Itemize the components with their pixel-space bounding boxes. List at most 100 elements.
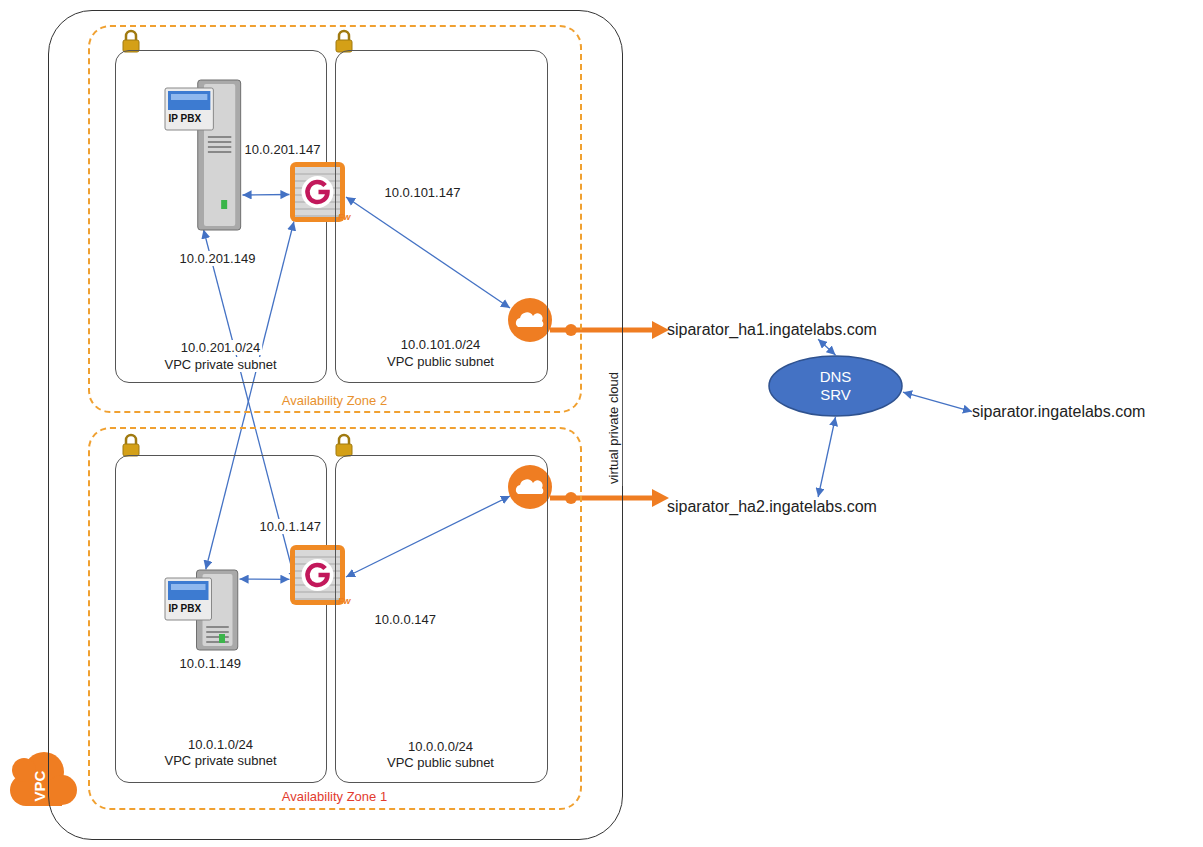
node-label: VPC public subnet [385, 354, 496, 370]
dns-ellipse [769, 356, 902, 416]
status-light [219, 634, 225, 643]
screen-highlight [171, 584, 206, 590]
public-subnet: 10.0.101.0/24VPC public subnet [335, 50, 548, 383]
screen-highlight [171, 94, 207, 100]
node-label: VPC public subnet [385, 755, 496, 771]
public-subnet: 10.0.0.0/24VPC public subnet [335, 455, 548, 783]
gateway-link [346, 197, 510, 308]
node-label: VPC private subnet [162, 753, 278, 769]
node-icon [290, 545, 345, 605]
connector-arrow [243, 194, 290, 196]
gateway-link [346, 496, 510, 577]
siparator-firewall: 10.0.1.14710.0.0.147 [290, 545, 345, 605]
drive-slot [207, 136, 230, 138]
firewall-wall [295, 167, 340, 217]
connector-arrow [240, 578, 290, 580]
brick-line [295, 208, 340, 209]
lock-shackle [339, 31, 349, 40]
drive-slot [206, 626, 229, 628]
hostname: siparator_ha2.ingatelabs.com [667, 497, 877, 516]
firewall-mark: Fw [338, 597, 351, 607]
drive-slot [207, 146, 230, 148]
gateway-circle [508, 465, 552, 509]
logo-disc [301, 176, 333, 208]
hostname-text: siparator_ha1.ingatelabs.com [667, 320, 877, 339]
dns-label: DNS SRV [811, 368, 861, 404]
availability-zone: Availability Zone 1 10.0.1.0/24VPC privat… [88, 427, 582, 810]
drive-slot [207, 151, 230, 153]
hostname-text: siparator.ingatelabs.com [972, 402, 1145, 421]
connector-arrow [818, 339, 835, 355]
node-label: 10.0.1.149 [178, 656, 243, 672]
lock-shackle [339, 435, 349, 444]
node-label: 10.0.201.0/24 [179, 340, 263, 356]
vpc-badge-text: VPC [32, 771, 49, 802]
node-label: 10.0.101.147 [383, 185, 463, 201]
node-label: 10.0.1.147 [258, 519, 323, 535]
node-label: virtual private cloud [606, 370, 622, 486]
drive-slot [206, 631, 229, 633]
gateway-cloud [516, 479, 543, 494]
gateway-cloud [516, 312, 543, 327]
drive-slot [206, 641, 229, 643]
ip-pbx-server: IP PBX10.0.201.149 [165, 80, 243, 230]
logo-disc [301, 559, 333, 591]
gateway-arrowhead [652, 489, 669, 507]
ip-pbx-server: IP PBX10.0.1.149 [165, 570, 240, 650]
firewall-mark: Fw [338, 213, 351, 223]
node-label: IP PBX [169, 113, 202, 125]
monitor-screen [168, 91, 210, 110]
padlock-icon [123, 31, 139, 52]
node-label: 10.0.0.0/24 [406, 739, 475, 755]
hostname: siparator.ingatelabs.com [972, 402, 1145, 421]
monitor-screen [168, 581, 209, 600]
node-label: VPC private subnet [162, 357, 278, 373]
status-light [221, 200, 227, 209]
firewall-wall [295, 550, 340, 600]
vpc-cloud-badge [10, 752, 77, 806]
monitor-frame [165, 578, 212, 620]
padlock-icon [123, 435, 139, 456]
lock-shackle [126, 435, 136, 444]
node-label: 10.0.201.147 [243, 142, 323, 158]
gateway-circle [508, 298, 552, 342]
gateway-arrowhead [652, 321, 669, 339]
lock-shackle [126, 31, 136, 40]
drive-slot [207, 141, 230, 143]
brick-line [295, 556, 340, 557]
brick-line [295, 215, 340, 216]
node-label: 10.0.201.149 [178, 251, 258, 267]
logo-mark [307, 182, 327, 202]
dns-srv-ellipse: DNS SRV [768, 355, 903, 417]
padlock-icon [336, 435, 352, 456]
brick-line [295, 598, 340, 599]
hostname-text: siparator_ha2.ingatelabs.com [667, 497, 877, 516]
firewall-frame [290, 545, 345, 605]
logo-mark [307, 565, 327, 585]
node-label: 10.0.0.147 [373, 612, 438, 628]
node-label: 10.0.101.0/24 [399, 337, 483, 353]
hostname: siparator_ha1.ingatelabs.com [667, 320, 877, 339]
node-label: Availability Zone 1 [280, 789, 389, 805]
drive-slot [206, 636, 229, 638]
internet-gateway [508, 465, 669, 509]
node-label: 10.0.1.0/24 [186, 737, 255, 753]
gateway-knob [565, 492, 577, 504]
connector-arrow [818, 417, 835, 497]
internet-gateway [508, 298, 669, 342]
padlock-icon [336, 31, 352, 52]
gateway-knob [565, 324, 577, 336]
connector-arrow [903, 392, 972, 411]
brick-line [295, 173, 340, 174]
monitor-frame [165, 88, 213, 130]
vpc-boundary: virtual private cloud Availability Zone 2… [48, 10, 623, 840]
brick-line [295, 591, 340, 592]
firewall-frame [290, 162, 345, 222]
node-icon [165, 80, 243, 230]
availability-zone: Availability Zone 2 10.0.201.0/24VPC priv… [88, 25, 582, 413]
node-label: Availability Zone 2 [280, 393, 389, 409]
private-subnet: 10.0.1.0/24VPC private subnet IP PBX10.0.… [115, 455, 327, 783]
